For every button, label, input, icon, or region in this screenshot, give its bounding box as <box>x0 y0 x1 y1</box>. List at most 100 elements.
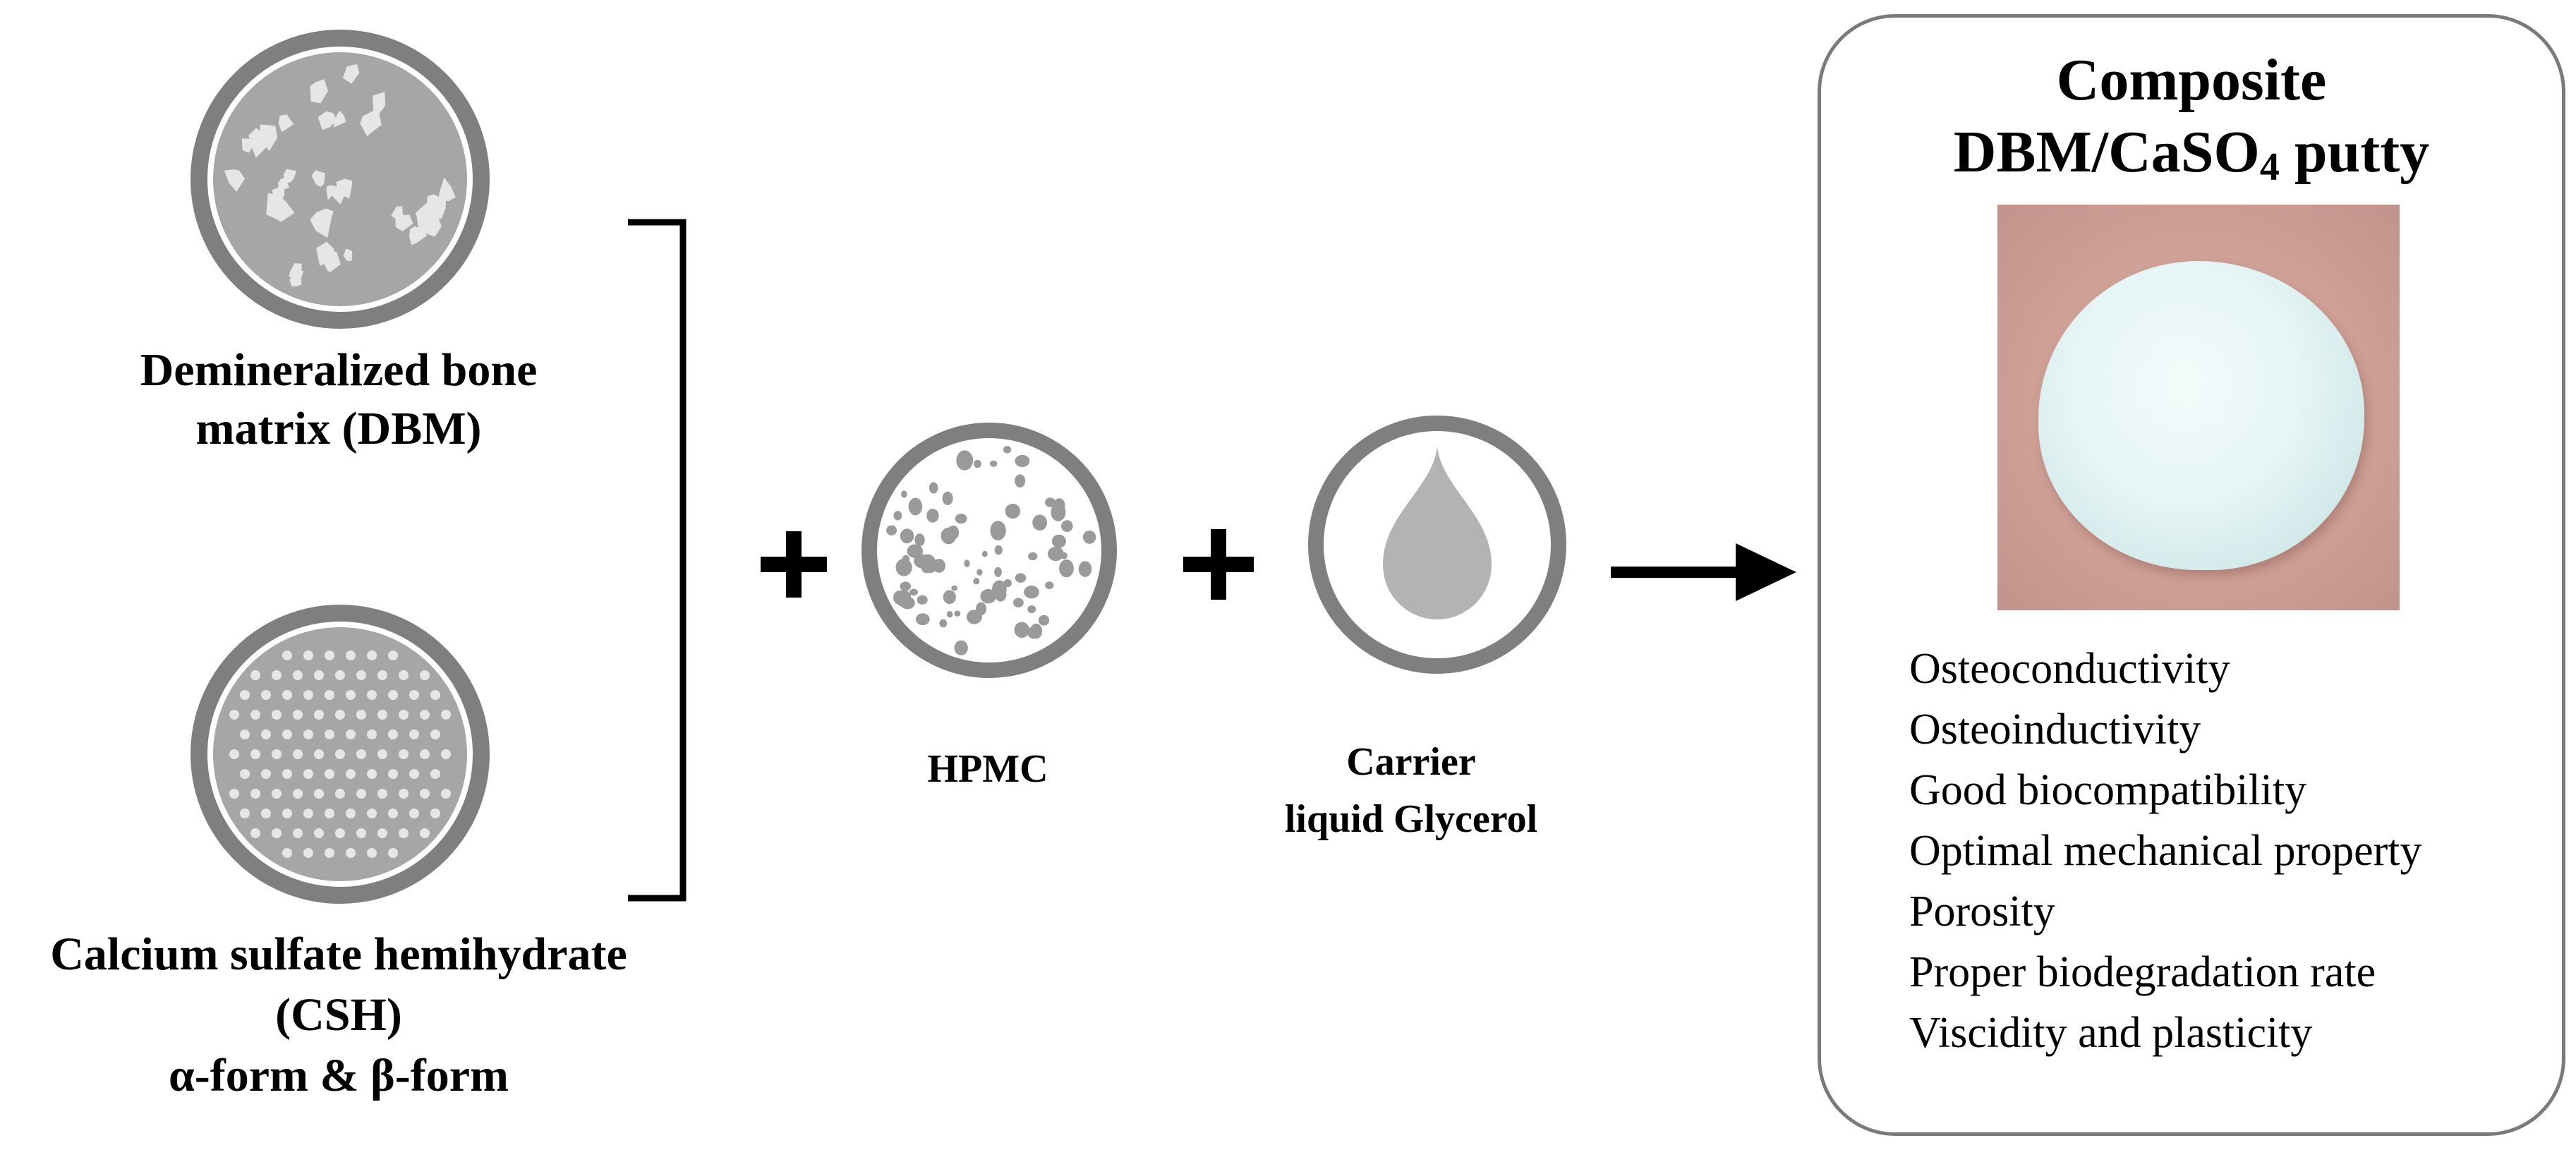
hpmc-dot <box>914 533 925 547</box>
property-item: Good biocompatibility <box>1909 766 2307 814</box>
csh-dot <box>282 690 292 700</box>
csh-dot <box>430 809 440 818</box>
hpmc-dot <box>973 459 981 468</box>
csh-dot <box>409 690 419 700</box>
csh-dot <box>409 730 419 739</box>
csh-dot <box>303 769 313 779</box>
csh-dot <box>356 828 366 838</box>
hpmc-circle-icon <box>861 423 1117 678</box>
property-item: Proper biodegradation rate <box>1909 948 2376 996</box>
hpmc-dot <box>1045 581 1054 589</box>
panel-title-line2: DBM/CaSO4 putty <box>1821 116 2562 191</box>
property-item: Viscidity and plasticity <box>1909 1009 2313 1057</box>
hpmc-dot <box>1051 534 1066 548</box>
csh-dot <box>399 789 409 799</box>
csh-dot <box>261 769 271 779</box>
hpmc-dot <box>917 595 928 605</box>
dbm-label-line1: Demineralized bone <box>140 344 538 396</box>
csh-dot <box>399 828 409 838</box>
csh-dot <box>282 730 292 739</box>
csh-dot <box>377 710 387 720</box>
csh-dot <box>346 848 356 858</box>
dbm-fragment <box>266 193 295 222</box>
hpmc-dot <box>946 610 953 618</box>
hpmc-dot <box>1061 520 1073 532</box>
csh-dot <box>325 809 334 818</box>
dbm-fragment <box>360 108 382 136</box>
csh-dot <box>388 848 398 858</box>
dbm-fragment <box>241 138 253 153</box>
hpmc-dot <box>942 491 953 506</box>
csh-dot <box>229 749 239 759</box>
csh-dot <box>346 690 356 700</box>
hpmc-dot <box>951 585 958 591</box>
plus-icon <box>1183 529 1254 600</box>
putty-ball <box>2038 261 2364 570</box>
property-list: Osteoconductivity Osteoinductivity Good … <box>1909 638 2422 1063</box>
csh-dot <box>250 749 260 759</box>
csh-dot <box>335 670 345 680</box>
csh-dot <box>388 730 398 739</box>
csh-dot <box>303 650 313 660</box>
dbm-fragment <box>318 111 337 131</box>
csh-dot <box>250 828 260 838</box>
csh-dot <box>367 769 377 779</box>
hpmc-dot <box>1028 552 1038 561</box>
dbm-fragment <box>333 110 346 128</box>
csh-dot <box>346 730 356 739</box>
hpmc-dot <box>1078 561 1092 577</box>
csh-dot <box>250 670 260 680</box>
csh-dot <box>367 848 377 858</box>
csh-dot <box>325 690 334 700</box>
hpmc-dot <box>1059 559 1074 578</box>
hpmc-dot <box>1015 573 1027 583</box>
dbm-fragment <box>311 170 325 188</box>
csh-dot <box>409 769 419 779</box>
csh-dot <box>314 710 324 720</box>
hpmc-dot <box>954 610 961 617</box>
csh-dots <box>229 650 451 858</box>
csh-dot <box>240 769 250 779</box>
csh-dot <box>346 769 356 779</box>
csh-dot <box>420 670 430 680</box>
csh-dot <box>335 710 345 720</box>
csh-dot <box>367 650 377 660</box>
csh-dot <box>282 650 292 660</box>
dbm-fragment <box>310 79 328 104</box>
csh-dot <box>314 828 324 838</box>
hpmc-dot <box>1048 546 1064 562</box>
hpmc-dot <box>920 554 936 570</box>
csh-dot <box>356 789 366 799</box>
csh-dot <box>388 809 398 818</box>
hpmc-dot <box>973 578 980 585</box>
putty-photo <box>1997 205 2400 610</box>
csh-dot <box>303 809 313 818</box>
dbm-fragment <box>278 114 294 133</box>
csh-dot <box>356 710 366 720</box>
csh-dot <box>250 710 260 720</box>
property-item: Porosity <box>1909 888 2055 936</box>
csh-dot <box>377 749 387 759</box>
csh-dot <box>272 710 282 720</box>
csh-dot <box>377 789 387 799</box>
csh-dot <box>367 809 377 818</box>
hpmc-dot <box>901 490 907 498</box>
csh-dot <box>441 789 451 799</box>
arrow-right-icon <box>1611 543 1796 601</box>
csh-dot <box>261 730 271 739</box>
csh-dot <box>293 710 303 720</box>
hpmc-dot <box>976 602 986 616</box>
csh-dot <box>367 690 377 700</box>
csh-dot <box>430 730 440 739</box>
dbm-fragment <box>291 268 304 284</box>
hpmc-dot <box>1024 586 1039 599</box>
csh-dot <box>346 650 356 660</box>
dbm-fragment <box>343 249 353 261</box>
dbm-label: Demineralized bone matrix (DBM) <box>71 341 607 458</box>
hpmc-dot <box>900 528 914 544</box>
csh-dot <box>441 710 451 720</box>
hpmc-dot <box>964 559 970 567</box>
csh-dot <box>335 749 345 759</box>
panel-title-line1: Composite <box>2056 47 2327 113</box>
